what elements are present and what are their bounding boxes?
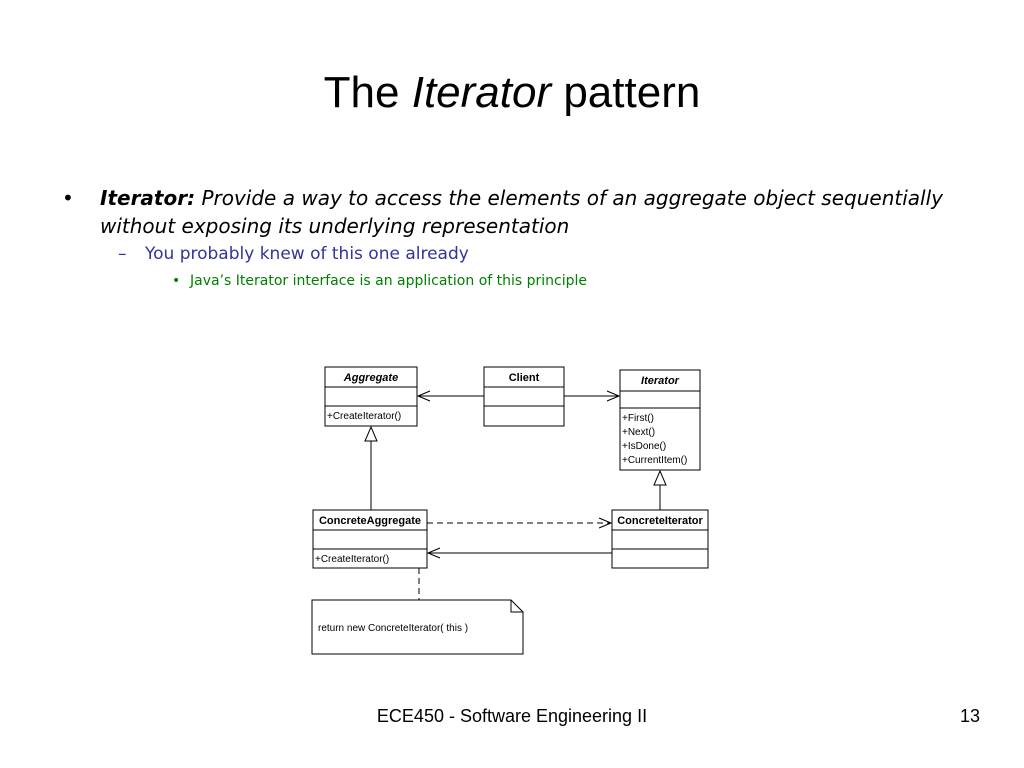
bullet-2-text: You probably knew of this one already <box>145 244 469 264</box>
iterator-operation: +CurrentItem() <box>622 455 687 466</box>
iterator-operation: +IsDone() <box>622 441 666 452</box>
concrete-aggregate-operation: +CreateIterator() <box>315 554 389 565</box>
iterator-class-name: Iterator <box>641 375 680 387</box>
concrete-iterator-class: ConcreteIterator <box>611 509 709 569</box>
concrete-aggregate-class: ConcreteAggregate +CreateIterator() <box>312 509 428 569</box>
iterator-operation: +First() <box>622 413 654 424</box>
iterator-operation: +Next() <box>622 427 655 438</box>
slide-title: The Iterator pattern <box>0 68 1024 118</box>
title-suffix: pattern <box>551 68 701 117</box>
bullet-3-text: Java’s Iterator interface is an applicat… <box>190 273 588 289</box>
aggregate-class: Aggregate +CreateIterator() <box>324 366 418 427</box>
page-number: 13 <box>959 706 980 726</box>
slide-footer: ECE450 - Software Engineering II <box>376 706 648 726</box>
title-prefix: The <box>323 68 412 117</box>
concrete-aggregate-class-name: ConcreteAggregate <box>319 515 421 527</box>
aggregate-class-name: Aggregate <box>343 372 398 384</box>
bullet-dash-icon: – <box>118 244 127 264</box>
bullet-1-term: Iterator: <box>100 186 196 210</box>
bullet-1-text: Iterator: Provide a way to access the el… <box>100 184 950 240</box>
bullet-dot-small-icon: • <box>172 273 181 289</box>
client-class-name: Client <box>509 372 540 384</box>
concrete-iterator-class-name: ConcreteIterator <box>617 515 703 527</box>
bullet-1-definition: Provide a way to access the elements of … <box>100 186 943 238</box>
iterator-class: Iterator +First() +Next() +IsDone() +Cur… <box>619 369 701 471</box>
note-text: return new ConcreteIterator( this ) <box>318 623 468 634</box>
title-emphasis: Iterator <box>411 68 552 117</box>
client-class: Client <box>483 366 565 427</box>
aggregate-operation: +CreateIterator() <box>327 411 401 422</box>
bullet-dot-icon: • <box>62 186 74 210</box>
code-note: return new ConcreteIterator( this ) <box>311 599 524 655</box>
